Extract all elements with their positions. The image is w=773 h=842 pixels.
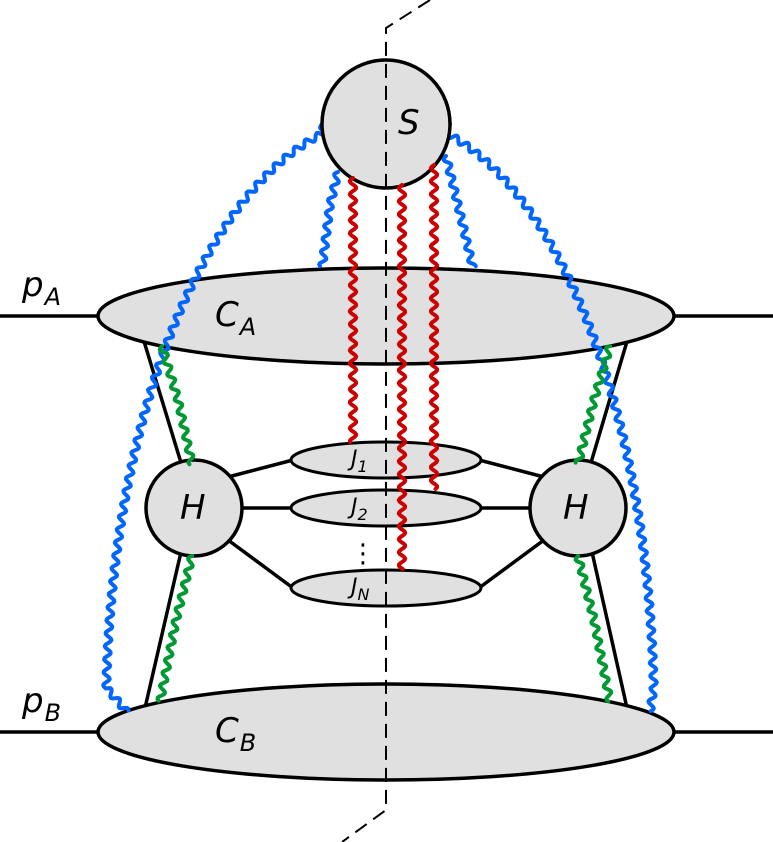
line-CA-H-left (141, 337, 184, 467)
label-soft: S (398, 103, 420, 143)
label-J1: J1 (347, 447, 368, 476)
glauber-gluon-to-JN (396, 183, 408, 571)
soft-gluon-right-inner (441, 154, 478, 269)
line-H-left-J1 (227, 458, 294, 479)
label-JN: JN (347, 575, 370, 604)
collinear-gluon-group (155, 344, 614, 704)
collinear-gluon-CA-H-right (573, 344, 613, 465)
label-jet-ellipsis: ⋮ (350, 539, 376, 569)
label-CB: CB (215, 711, 256, 757)
collinear-gluon-H-left-CB (155, 554, 195, 703)
label-CA: CA (215, 295, 256, 341)
line-H-left-JN (226, 538, 295, 590)
line-CA-H-right (588, 337, 630, 467)
collinear-gluon-CA-H-left (157, 344, 196, 467)
glauber-gluon-group (347, 163, 440, 571)
soft-gluon-left-outer (101, 122, 329, 713)
line-H-right-J1 (478, 458, 545, 479)
label-H-left: H (180, 488, 206, 528)
soft-gluon-left-inner (317, 170, 341, 269)
line-H-right-CB (590, 551, 629, 709)
final-state-cut (341, 0, 431, 842)
line-H-right-JN (477, 538, 546, 590)
label-pA: pA (21, 265, 61, 311)
glauber-gluon-to-J1 (347, 176, 359, 444)
line-H-left-CB (143, 551, 183, 709)
glauber-gluon-to-J2 (428, 163, 440, 491)
label-pB: pB (21, 681, 61, 727)
soft-gluon-group (101, 122, 659, 713)
label-H-right: H (563, 488, 589, 528)
soft-blob (320, 58, 452, 190)
soft-gluon-right-outer (443, 122, 659, 713)
collinear-gluon-H-right-CB (573, 554, 614, 704)
label-J2: J2 (347, 495, 368, 524)
